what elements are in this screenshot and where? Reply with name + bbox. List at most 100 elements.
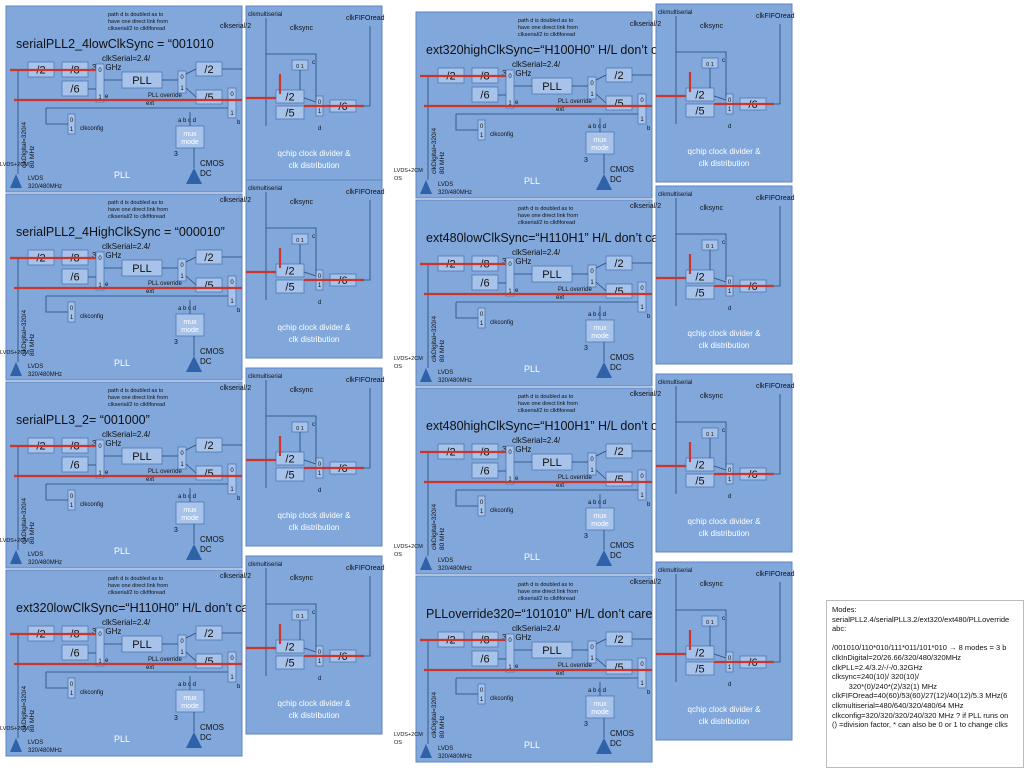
mux-abcd-label: a b c d — [588, 124, 606, 130]
clkserial-rate: 3.2 GHz — [502, 445, 531, 454]
div5-box-label: /5 — [204, 468, 213, 480]
cmos-label: CMOS — [610, 541, 634, 550]
qchip-mux-one: 1 — [728, 289, 732, 295]
wire — [455, 490, 478, 507]
mhz-label: 80 MHz — [29, 710, 36, 732]
clksync-label: clksync — [290, 25, 313, 32]
qchip-div5-box — [685, 661, 715, 676]
mux-pll-zero: 0 — [98, 68, 102, 74]
mux-config-zero: 0 — [70, 118, 74, 124]
clkserial-rate: clkSerial=2.4/ — [102, 618, 151, 627]
path-note-line: have one direct link from — [108, 19, 168, 25]
pll-override-label: PLL override — [148, 469, 182, 475]
mux-mode-label: mode — [181, 139, 199, 146]
wire — [185, 275, 197, 286]
div6-box — [61, 456, 89, 473]
clkconfig-label: clkconfig — [490, 132, 513, 138]
lvds-label: LVDS — [28, 364, 43, 370]
mux-pll — [505, 257, 515, 297]
notes-line: 320*(0)/240*(2)/32(1) MHz — [832, 681, 938, 691]
wire — [185, 256, 197, 263]
div6-box-label: /6 — [480, 654, 489, 666]
notes-line: Modes: — [832, 605, 857, 614]
mux-final — [227, 651, 237, 683]
right-panel — [245, 5, 383, 185]
mux-final — [637, 281, 647, 313]
div2-box-label: /2 — [204, 252, 213, 264]
clksync-label: clksync — [700, 205, 723, 212]
mux-d-label: d — [318, 488, 321, 494]
qchip-div2-box-label: /2 — [285, 266, 294, 278]
notes-line: clkPLL=2.4/3.2/-/-/0.32GHz — [832, 662, 923, 672]
lvds-side-label: LVDS+2CM — [0, 726, 29, 732]
qchip-mux-zero: 0 — [318, 274, 322, 280]
mux-b-label: b — [237, 308, 241, 314]
mux-c-label: c — [312, 60, 315, 66]
mux-pll-out — [177, 634, 187, 658]
cmos-label: DC — [610, 175, 622, 184]
qchip-div2-box — [685, 269, 715, 284]
clksync-label: clksync — [290, 199, 313, 206]
mux-pll-out-zero: 0 — [590, 645, 594, 651]
qchip-div2-box — [685, 87, 715, 102]
panel-title: PLLoverride320=“101010” H/L don’t care — [426, 607, 652, 621]
mux-final — [637, 93, 647, 125]
clksync-label: clksync — [700, 393, 723, 400]
mux-config-one: 1 — [480, 321, 484, 327]
pll-box-label: PLL — [132, 451, 152, 463]
cmos-label: DC — [200, 545, 212, 554]
mux-c-label: c — [312, 234, 315, 240]
clkserial-rate: clkSerial=2.4/ — [512, 60, 561, 69]
mux-e-label: e — [515, 100, 519, 106]
clkserial-rate: 3.2 GHz — [92, 63, 121, 72]
clkserial-rate: clkSerial=2.4/ — [512, 436, 561, 445]
clkconfig-label: clkconfig — [80, 502, 103, 508]
clkconfig-label: clkconfig — [490, 508, 513, 514]
mux-pll-out — [177, 70, 187, 94]
wire — [266, 53, 317, 100]
wire — [713, 465, 727, 471]
div6-box-label: /6 — [70, 272, 79, 284]
lvds-triangle — [10, 174, 22, 188]
mux-config-zero: 0 — [480, 688, 484, 694]
notes-line: clkmultiserial=480/640/320/480/64 MHz — [832, 700, 964, 710]
qchip-div5-box-label: /5 — [285, 658, 294, 670]
mhz-label: 80 MHz — [29, 146, 36, 168]
path-note-line: clkserial/2 to clkfiforead — [518, 596, 575, 602]
mux-final-zero: 0 — [230, 92, 234, 98]
pll-box-label: PLL — [542, 457, 562, 469]
qchip-mux-one: 1 — [728, 477, 732, 483]
clkserial2-label: clkserial/2 — [220, 385, 251, 392]
mux-pll-zero: 0 — [508, 262, 512, 268]
mux-b-label: b — [647, 502, 651, 508]
mux-c-label: c — [722, 240, 725, 246]
wire — [595, 469, 607, 480]
div6-box — [61, 644, 89, 661]
mux-pll — [95, 63, 105, 103]
mux-final-zero: 0 — [230, 280, 234, 286]
clkserial-rate: clkSerial=2.4/ — [512, 248, 561, 257]
wire — [713, 277, 727, 283]
ext-label: ext — [556, 295, 564, 301]
mux-final-zero: 0 — [640, 98, 644, 104]
qchip-label: qchip clock divider & — [278, 149, 352, 158]
mux-config-zero: 0 — [480, 500, 484, 506]
qchip-mux-zero: 0 — [318, 100, 322, 106]
pll-override-label: PLL override — [148, 93, 182, 99]
lvds-side-label: LVDS+2CM — [394, 168, 423, 174]
qchip-mux-one: 1 — [318, 109, 322, 115]
div5-box-label: /5 — [614, 474, 623, 486]
qchip-div5-box — [275, 467, 305, 482]
qchip-label: qchip clock divider & — [688, 517, 762, 526]
pll-region-label: PLL — [524, 176, 540, 186]
wire — [713, 95, 727, 101]
lvds-label: LVDS — [28, 176, 43, 182]
pll-override-label: PLL override — [558, 663, 592, 669]
cmos-triangle — [596, 738, 612, 754]
right-panel — [245, 179, 383, 359]
mux-mode-label: mode — [591, 145, 609, 152]
mux-final — [637, 657, 647, 689]
